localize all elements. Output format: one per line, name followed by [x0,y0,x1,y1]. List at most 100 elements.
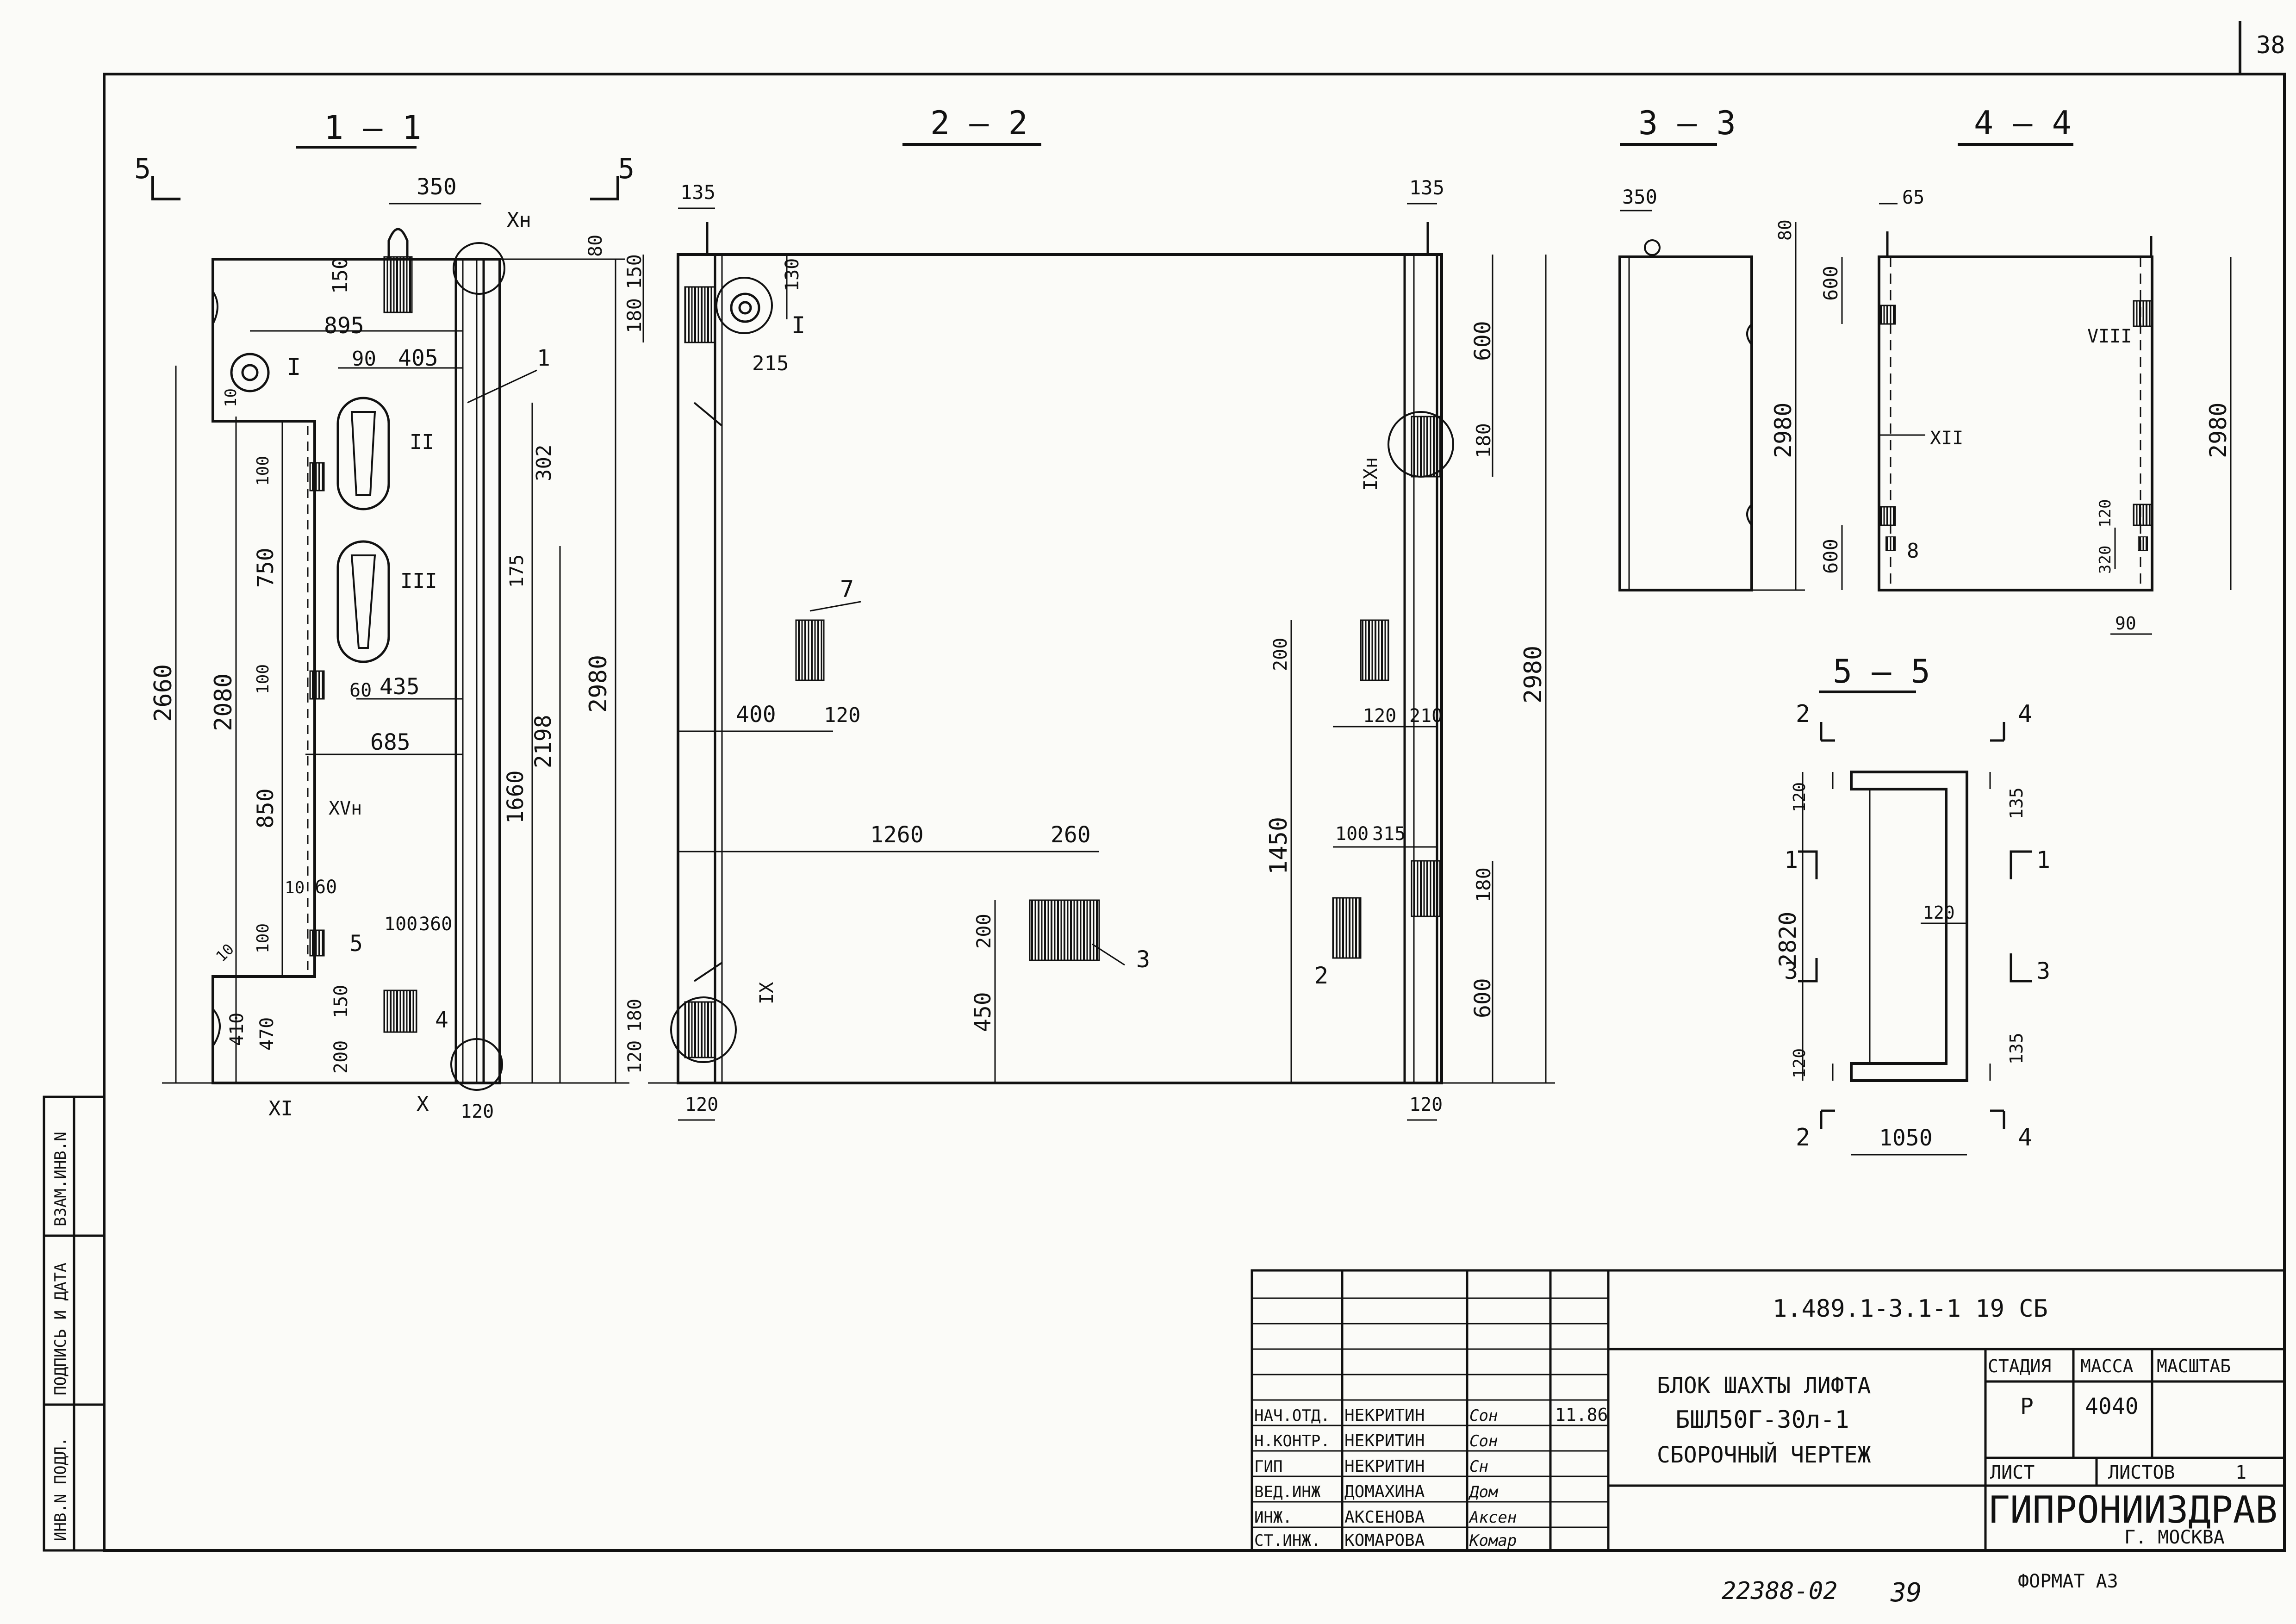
svg-text:5: 5 [618,153,635,185]
svg-text:200: 200 [972,914,995,949]
section-2-2-title: 2 – 2 [930,104,1028,142]
svg-text:360: 360 [419,914,452,935]
svg-text:180: 180 [1472,423,1495,458]
svg-text:895: 895 [324,313,364,339]
title-block-grid [1251,1269,2286,1552]
svg-text:135: 135 [2006,787,2027,819]
stamp-sign-label: ПОДПИСЬ И ДАТА [51,1263,70,1395]
svg-text:4: 4 [2018,1124,2032,1151]
svg-text:1: 1 [1784,846,1798,873]
svg-text:2980: 2980 [585,655,612,713]
stamp-inv-label: ИНВ.N ПОДЛ. [51,1437,70,1541]
callout-XI: XI [268,1097,293,1120]
sheet-frame [103,21,2286,1552]
svg-text:100: 100 [384,914,417,935]
svg-text:120: 120 [2096,499,2115,528]
svg-text:150: 150 [329,257,352,294]
svg-text:2980: 2980 [1770,403,1797,458]
staff-name: НЕКРИТИН [1344,1431,1425,1450]
title-line-1: БЛОК ШАХТЫ ЛИФТА [1657,1373,1871,1399]
mass-value: 4040 [2085,1394,2139,1419]
staff-role: ВЕД.ИНЖ [1254,1483,1321,1501]
svg-text:600: 600 [1470,978,1496,1018]
svg-text:120: 120 [824,703,860,727]
svg-text:3: 3 [2036,958,2050,984]
section-3-3-title: 3 – 3 [1638,104,1736,142]
callout-I-2: I [791,312,805,339]
staff-signature: Комар [1469,1531,1517,1550]
svg-text:1050: 1050 [1879,1125,1933,1151]
stamp-vzam-label: ВЗАМ.ИНВ.N [51,1132,70,1226]
section-4-4: 4 – 4 65 600 2980 600 120 320 90 VIII XI… [1819,104,2232,635]
title-block: 1.489.1-3.1-1 19 СБ БЛОК ШАХТЫ ЛИФТА БШЛ… [1254,1295,2277,1550]
stage-header: СТАДИЯ [1988,1356,2051,1376]
svg-text:7: 7 [840,576,854,603]
svg-text:2820: 2820 [1774,912,1801,967]
staff-name: АКСЕНОВА [1344,1508,1425,1527]
org-name: ГИПРОНИИЗДРАВ [1988,1488,2277,1531]
svg-text:2980: 2980 [2205,403,2232,458]
section-3-3: 3 – 3 350 80 2980 [1618,104,1805,591]
svg-text:1660: 1660 [503,770,529,824]
staff-signature: Сон [1469,1432,1498,1450]
svg-text:400: 400 [736,702,776,728]
staff-signature: Аксен [1468,1508,1517,1527]
callout-VIII: VIII [2087,326,2132,347]
date-value: 11.86 [1555,1405,1608,1425]
svg-text:60: 60 [315,877,337,898]
callout-IXh: IXн [1360,457,1381,491]
callout-XVh: XVн [329,798,362,819]
section-4-4-title: 4 – 4 [1974,104,2072,142]
svg-text:180: 180 [624,999,646,1032]
staff-name: НЕКРИТИН [1344,1457,1425,1476]
svg-text:135: 135 [680,181,716,204]
svg-text:135: 135 [2006,1033,2027,1064]
svg-text:410: 410 [226,1013,248,1046]
svg-text:320: 320 [2096,546,2115,574]
svg-text:210: 210 [1409,705,1443,727]
svg-text:100: 100 [254,923,273,953]
svg-text:120: 120 [1409,1094,1443,1115]
svg-text:100: 100 [1335,823,1369,845]
mass-header: МАССА [2080,1356,2134,1376]
svg-text:1260: 1260 [870,822,924,848]
svg-text:350: 350 [417,174,457,200]
staff-name: КОМАРОВА [1344,1531,1425,1550]
svg-text:2: 2 [1314,962,1328,989]
svg-text:4: 4 [435,1007,448,1033]
staff-role: ГИП [1254,1457,1282,1476]
staff-signature: Дом [1468,1483,1499,1501]
svg-text:80: 80 [585,235,606,257]
svg-text:80: 80 [1775,219,1795,241]
sheets-label: ЛИСТОВ [2108,1462,2175,1483]
archive-page: 39 [1890,1578,1922,1608]
svg-text:450: 450 [970,992,996,1032]
section-1-1: 1 – 1 5 5 [134,109,635,1122]
staff-name: ДОМАХИНА [1344,1482,1425,1501]
section-5-5-outline [1850,771,1968,1082]
section-1-1-title: 1 – 1 [324,109,422,147]
section-5-5: 5 – 5 120 135 2820 120 120 135 1050 2 4 … [1774,653,2050,1156]
doc-code: 1.489.1-3.1-1 19 СБ [1773,1295,2048,1323]
svg-text:100: 100 [254,456,273,486]
svg-text:150: 150 [623,254,646,289]
svg-text:200: 200 [330,1040,352,1074]
callout-II: II [410,430,434,454]
title-line-3: СБОРОЧНЫЙ ЧЕРТЕЖ [1657,1442,1871,1468]
svg-text:1: 1 [2036,846,2050,873]
svg-text:10: 10 [285,878,305,897]
svg-text:405: 405 [398,345,438,371]
callout-Xh: Xн [507,208,531,232]
svg-text:315: 315 [1372,823,1406,845]
svg-text:4: 4 [2018,700,2032,728]
svg-text:90: 90 [2115,613,2136,634]
svg-text:120: 120 [624,1040,646,1074]
svg-text:1: 1 [537,345,550,371]
svg-text:130: 130 [782,258,803,292]
staff-role: НАЧ.ОТД. [1254,1406,1330,1425]
side-stamp [43,1095,106,1552]
svg-text:600: 600 [1819,266,1842,301]
sheet-label: ЛИСТ [1990,1462,2035,1483]
callout-IX: IX [756,982,778,1004]
